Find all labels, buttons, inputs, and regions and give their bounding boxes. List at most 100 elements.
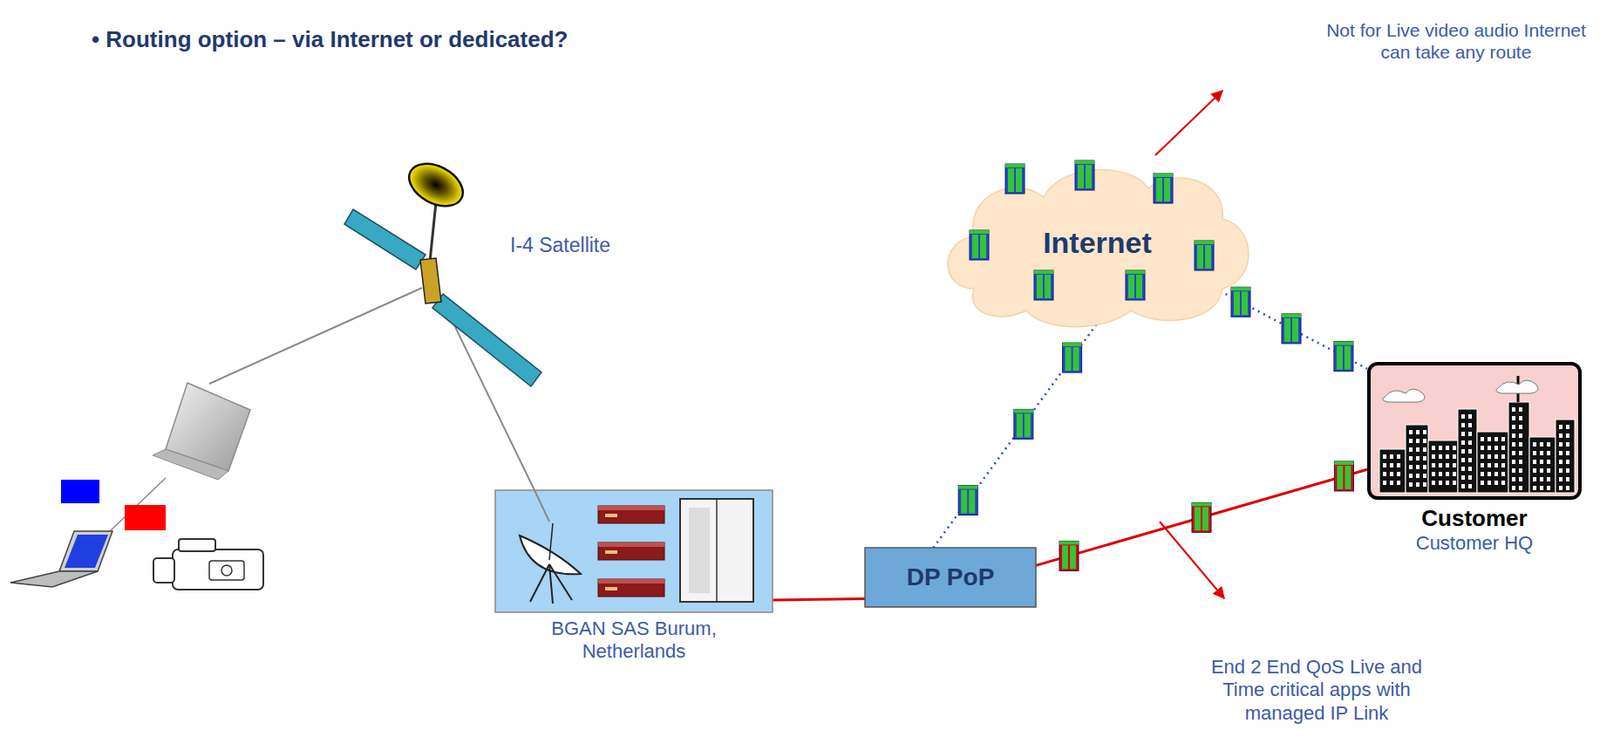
drawing-part — [1511, 407, 1516, 412]
drawing-part — [1382, 471, 1387, 477]
drawing-part — [605, 550, 618, 554]
drawing-part — [1416, 429, 1420, 435]
drawing-part — [1494, 454, 1498, 459]
server-panel — [1024, 413, 1031, 437]
drawing-part — [1382, 454, 1387, 459]
server-panel — [1036, 274, 1043, 299]
drawing-part — [1431, 445, 1436, 450]
drawing-part — [1532, 442, 1537, 447]
data-traffic-square — [61, 479, 100, 504]
server-icon — [1059, 540, 1079, 571]
drawing-part — [1480, 436, 1485, 442]
server-icon — [958, 485, 978, 516]
server-top — [1125, 270, 1145, 274]
drawing-part — [1416, 482, 1420, 487]
ground-station-box-outline — [495, 490, 773, 613]
text-holder: Internet — [939, 157, 1256, 327]
drawing-part — [1518, 424, 1523, 429]
drawing-part — [1468, 431, 1472, 436]
bgan-terminal-part — [152, 449, 229, 480]
camera-icon — [153, 538, 264, 590]
node-title: DP PoP — [906, 562, 995, 593]
drawing-part — [1494, 480, 1498, 485]
drawing-part — [1431, 471, 1436, 477]
drawing-part — [1452, 462, 1457, 468]
drawing-part — [1438, 471, 1443, 477]
server-body — [1231, 286, 1251, 317]
drawing-part — [1518, 415, 1523, 421]
drawing-part — [1487, 480, 1492, 485]
server-body — [958, 485, 978, 516]
drawing-part — [1452, 454, 1457, 459]
drawing-part — [1496, 380, 1539, 394]
drawing-part — [1396, 480, 1401, 485]
drawing-part — [1511, 450, 1516, 456]
drawing-part — [1487, 454, 1492, 459]
server-icon — [969, 230, 989, 260]
server-unit — [598, 578, 665, 597]
satellite-illustration-part — [344, 209, 426, 270]
drawing-part — [1518, 450, 1523, 456]
drawing-part — [1539, 468, 1544, 473]
server-panel — [1336, 465, 1343, 490]
server-panel — [1284, 318, 1291, 342]
server-panel — [1344, 465, 1351, 490]
server-icon — [1191, 502, 1212, 532]
drawing-part — [1480, 445, 1485, 450]
camera-icon-part — [221, 565, 232, 576]
drawing-part — [1461, 466, 1465, 471]
drawing-part — [688, 507, 710, 593]
drawing-part — [1501, 480, 1505, 485]
drawing-part — [1532, 450, 1537, 456]
drawing-part — [1565, 433, 1570, 438]
server-rack — [680, 498, 754, 602]
drawing-part — [1565, 459, 1570, 464]
server-body — [1014, 408, 1034, 439]
drawing-part — [1480, 471, 1485, 477]
server-panel — [1292, 318, 1299, 342]
server-top — [969, 230, 989, 234]
drawing-part — [1445, 462, 1450, 468]
drawing-part — [1559, 459, 1563, 464]
drawing-part — [1518, 442, 1523, 447]
drawing-part — [1539, 485, 1544, 491]
leader-arrow — [1155, 90, 1223, 156]
drawing-part — [1518, 468, 1523, 473]
drawing-part — [1501, 436, 1505, 442]
drawing-part — [1468, 466, 1472, 471]
server-body — [1153, 173, 1173, 204]
drawing-part — [1565, 424, 1570, 429]
server-body — [1125, 270, 1145, 300]
drawing-part — [1422, 464, 1427, 470]
server-panel — [1336, 346, 1343, 370]
camera-icon-part — [172, 549, 264, 590]
drawing-part — [598, 542, 665, 547]
drawing-part — [1416, 447, 1420, 452]
drawing-part — [1559, 424, 1563, 429]
server-body — [1334, 461, 1354, 491]
drawing-part — [1461, 414, 1465, 419]
drawing-part — [1409, 464, 1413, 470]
node-title: Internet — [1042, 224, 1152, 261]
drawing-part — [1445, 454, 1450, 459]
drawing-part — [1539, 476, 1544, 482]
server-unit — [598, 505, 665, 524]
drawing-part — [1445, 471, 1450, 477]
server-body — [969, 230, 989, 260]
drawing-part — [1511, 485, 1516, 491]
drawing-part — [1559, 468, 1563, 473]
drawing-part — [1409, 429, 1413, 435]
server-panel — [1077, 164, 1084, 189]
server-body — [1075, 160, 1095, 191]
server-panel — [1085, 164, 1092, 189]
text-holder: BGAN SAS Burum, Netherlands — [520, 617, 748, 664]
drawing-part — [605, 513, 618, 518]
server-panel — [1233, 291, 1240, 315]
server-panel — [960, 490, 967, 514]
drawing-part — [1379, 449, 1406, 493]
drawing-part — [1511, 433, 1516, 438]
drawing-part — [1546, 485, 1551, 491]
drawing-part — [715, 498, 718, 602]
drawing-part — [1461, 422, 1465, 428]
text-holder: CustomerCustomer HQ — [1361, 504, 1588, 556]
